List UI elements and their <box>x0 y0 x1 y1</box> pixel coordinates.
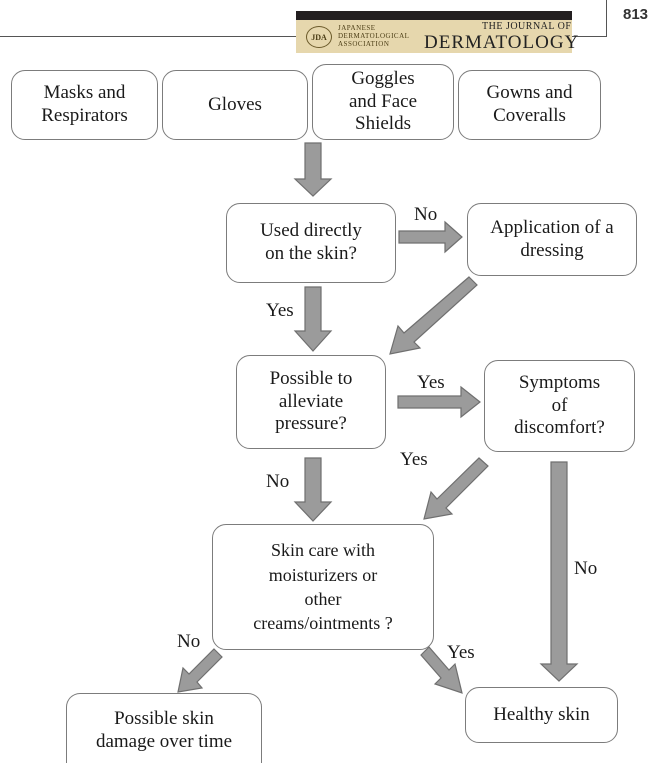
journal-logo: JDA JAPANESE DERMATOLOGICAL ASSOCIATION … <box>296 11 578 53</box>
logo-journal-name: DERMATOLOGY <box>424 32 580 53</box>
logo-top-bar <box>296 11 572 20</box>
logo-band <box>296 20 572 53</box>
symptoms-box: Symptoms of discomfort? <box>484 360 635 452</box>
label-yes-to-symptoms: Yes <box>417 372 445 393</box>
label-yes-care: Yes <box>447 642 475 663</box>
arrow-used-to-dressing <box>398 220 463 254</box>
arrow-used-to-alleviate <box>293 286 333 352</box>
label-no-symptoms: No <box>574 558 598 579</box>
label-no-care: No <box>177 631 201 652</box>
arrow-ppe-to-used <box>293 142 333 197</box>
logo-journal-prefix: THE JOURNAL OF <box>482 21 572 32</box>
goggles-box: Goggles and Face Shields <box>312 64 454 140</box>
gloves-box: Gloves <box>162 70 308 140</box>
skin-damage-box: Possible skin damage over time <box>66 693 262 763</box>
arrow-symptoms-to-healthy <box>539 461 579 682</box>
gowns-box: Gowns and Coveralls <box>458 70 601 140</box>
used-directly-box: Used directly on the skin? <box>226 203 396 283</box>
arrow-dressing-to-alleviate <box>389 276 478 355</box>
page-number: 813 <box>623 6 649 23</box>
masks-box: Masks and Respirators <box>11 70 158 140</box>
dressing-box: Application of a dressing <box>467 203 637 276</box>
label-yes-used: Yes <box>266 300 294 321</box>
label-yes-symptoms-to-care: Yes <box>400 449 428 470</box>
label-no-alleviate: No <box>266 471 290 492</box>
logo-association-name: JAPANESE DERMATOLOGICAL ASSOCIATION <box>338 24 410 48</box>
arrow-symptoms-to-care <box>423 457 489 520</box>
label-no-to-dressing: No <box>414 204 438 225</box>
arrow-care-to-damage <box>177 648 223 693</box>
alleviate-pressure-box: Possible to alleviate pressure? <box>236 355 386 449</box>
healthy-skin-box: Healthy skin <box>465 687 618 743</box>
arrow-care-to-healthy <box>420 646 463 694</box>
header-vertical-rule <box>606 0 607 37</box>
skin-care-box: Skin care with moisturizers or other cre… <box>212 524 434 650</box>
arrow-alleviate-to-care <box>293 457 333 522</box>
jda-seal-icon: JDA <box>306 26 332 48</box>
arrow-alleviate-to-symptoms <box>397 385 481 419</box>
